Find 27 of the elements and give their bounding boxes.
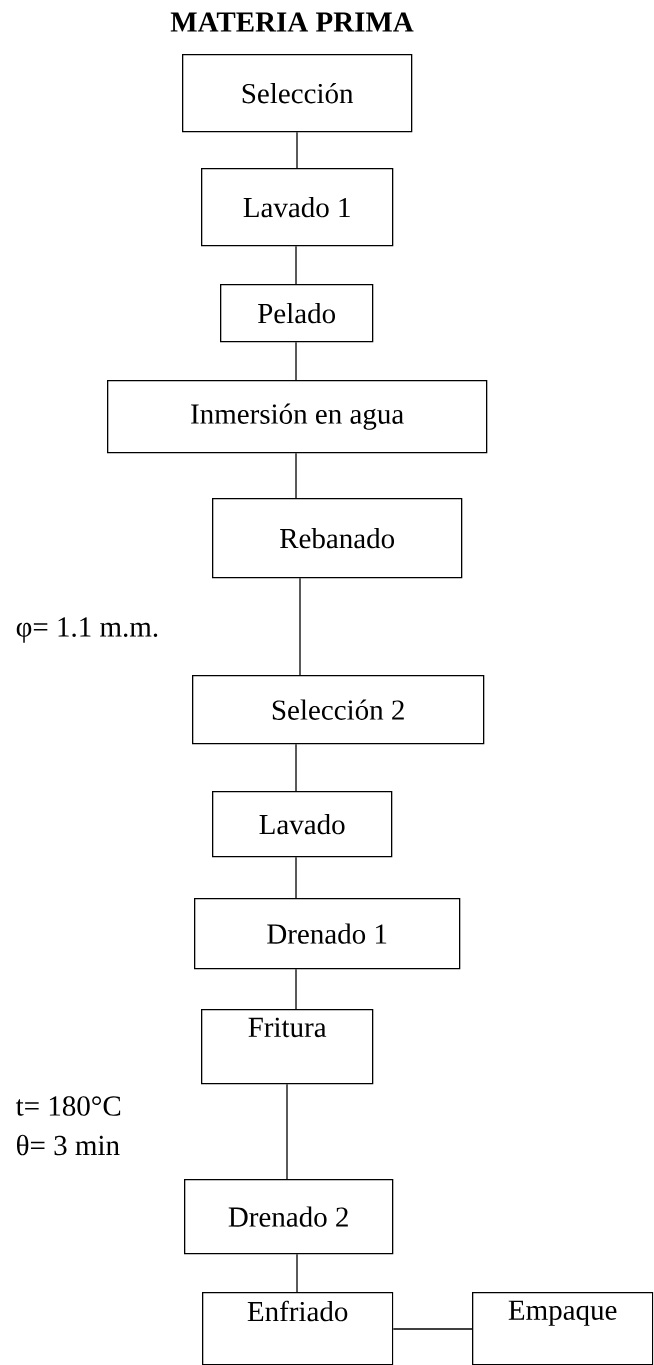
title: MATERIA PRIMA: [170, 12, 414, 32]
process-box: Drenado 1: [194, 898, 461, 970]
parameter-label: t= 180°C: [15, 1096, 121, 1116]
process-box: Lavado: [212, 791, 393, 858]
parameter-label: θ= 3 min: [17, 1134, 120, 1156]
connector-line: [286, 1083, 288, 1180]
connector-line: [296, 131, 298, 169]
connector-line: [296, 1253, 298, 1293]
process-box: Pelado: [220, 284, 374, 343]
process-box: Inmersión en agua: [107, 380, 488, 454]
process-box: Enfriado: [202, 1292, 394, 1365]
parameter-label: φ= 1.1 m.m.: [16, 617, 158, 643]
process-box: Selección 2: [192, 675, 485, 745]
connector-line: [295, 743, 297, 792]
process-box: Empaque: [472, 1292, 654, 1365]
process-box: Drenado 2: [184, 1179, 394, 1255]
connector-line: [295, 452, 297, 499]
process-box: Rebanado: [212, 498, 463, 579]
connector-line: [295, 245, 297, 285]
connector-line: [295, 856, 297, 899]
connector-line: [392, 1328, 473, 1330]
process-box: Fritura: [201, 1009, 374, 1085]
connector-line: [299, 577, 301, 676]
connector-line: [295, 341, 297, 381]
connector-line: [295, 968, 297, 1010]
process-box: Lavado 1: [201, 168, 394, 247]
process-box: Selección: [182, 54, 413, 133]
